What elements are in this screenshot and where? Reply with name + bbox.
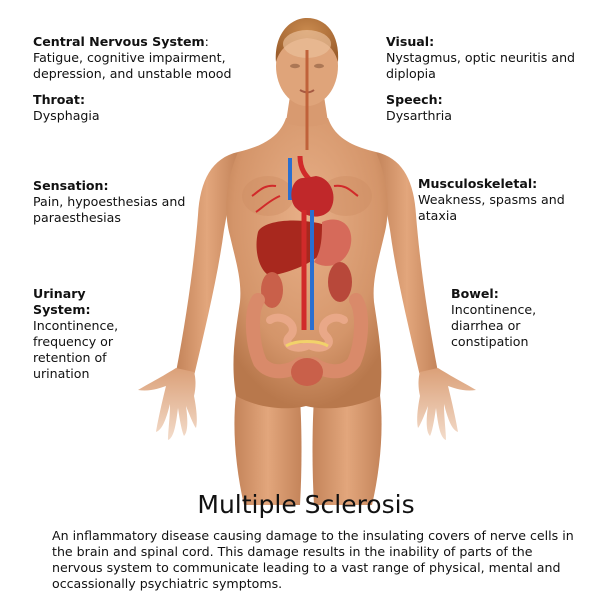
right-leg — [312, 395, 382, 505]
urinary-heading: Urinary System: — [33, 286, 91, 317]
cns-heading: Central Nervous System — [33, 34, 205, 49]
speech-label: Speech: Dysarthria — [386, 92, 586, 124]
sensation-text: Pain, hypoesthesias and paraesthesias — [33, 194, 186, 225]
urinary-text: Incontinence, frequency or retention of … — [33, 318, 119, 381]
musculoskeletal-heading: Musculoskeletal: — [418, 176, 538, 191]
sensation-heading: Sensation: — [33, 178, 109, 193]
throat-text: Dysphagia — [33, 108, 100, 123]
cns-label: Central Nervous System: Fatigue, cogniti… — [33, 34, 273, 82]
throat-label: Throat: Dysphagia — [33, 92, 233, 124]
bowel-label: Bowel: Incontinence, diarrhea or constip… — [451, 286, 561, 350]
heart-illustration — [251, 155, 359, 217]
left-arm — [176, 152, 238, 376]
urinary-label: Urinary System: Incontinence, frequency … — [33, 286, 145, 382]
cns-heading-suffix: : — [204, 34, 209, 49]
speech-heading: Speech: — [386, 92, 443, 107]
cns-text: Fatigue, cognitive impairment, depressio… — [33, 50, 232, 81]
left-leg — [234, 395, 302, 505]
right-hand — [417, 368, 476, 440]
bladder — [291, 358, 323, 386]
stomach — [314, 219, 352, 266]
page-title: Multiple Sclerosis — [197, 490, 415, 519]
bowel-heading: Bowel: — [451, 286, 499, 301]
hair — [275, 18, 339, 62]
musculoskeletal-text: Weakness, spasms and ataxia — [418, 192, 565, 223]
kidney-right — [328, 262, 352, 302]
brain-outline — [283, 30, 331, 58]
right-arm — [376, 152, 438, 376]
visual-label: Visual: Nystagmus, optic neuritis and di… — [386, 34, 596, 82]
musculoskeletal-label: Musculoskeletal: Weakness, spasms and at… — [418, 176, 588, 224]
speech-text: Dysarthria — [386, 108, 452, 123]
throat-heading: Throat: — [33, 92, 85, 107]
kidney-left — [261, 272, 283, 308]
sensation-label: Sensation: Pain, hypoesthesias and parae… — [33, 178, 203, 226]
intestines — [245, 293, 369, 379]
bowel-text: Incontinence, diarrhea or constipation — [451, 302, 537, 349]
left-hand — [138, 368, 197, 440]
visual-text: Nystagmus, optic neuritis and diplopia — [386, 50, 576, 81]
visual-heading: Visual: — [386, 34, 435, 49]
description-text: An inflammatory disease causing damage t… — [52, 528, 574, 591]
